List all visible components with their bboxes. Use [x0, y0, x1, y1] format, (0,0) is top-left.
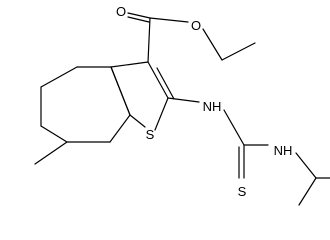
atom-nh-isopropyl: NH [274, 143, 293, 158]
bond [110, 61, 149, 68]
methyl-bond [34, 141, 68, 165]
bond [149, 17, 189, 23]
bond [109, 114, 131, 143]
bond [127, 12, 151, 19]
bond [221, 42, 256, 61]
bond [154, 97, 169, 131]
bond [40, 125, 68, 143]
bond [167, 97, 200, 103]
bond [147, 61, 169, 99]
bond [40, 66, 78, 88]
bond [110, 66, 131, 116]
bond [129, 114, 146, 128]
bond [147, 17, 151, 63]
atom-o-ester: O [191, 18, 201, 33]
bond [202, 28, 223, 61]
bond [156, 67, 175, 100]
atom-s-thione: S [238, 184, 247, 199]
bond [295, 152, 317, 179]
bond [298, 177, 317, 206]
bond [223, 109, 245, 146]
bond [127, 16, 150, 23]
atom-nh-amide: NH [203, 99, 222, 114]
molecule-structure: O O S NH NH S [34, 4, 330, 206]
atom-s-thiophene: S [146, 127, 155, 142]
atom-o-carbonyl: O [116, 4, 126, 19]
